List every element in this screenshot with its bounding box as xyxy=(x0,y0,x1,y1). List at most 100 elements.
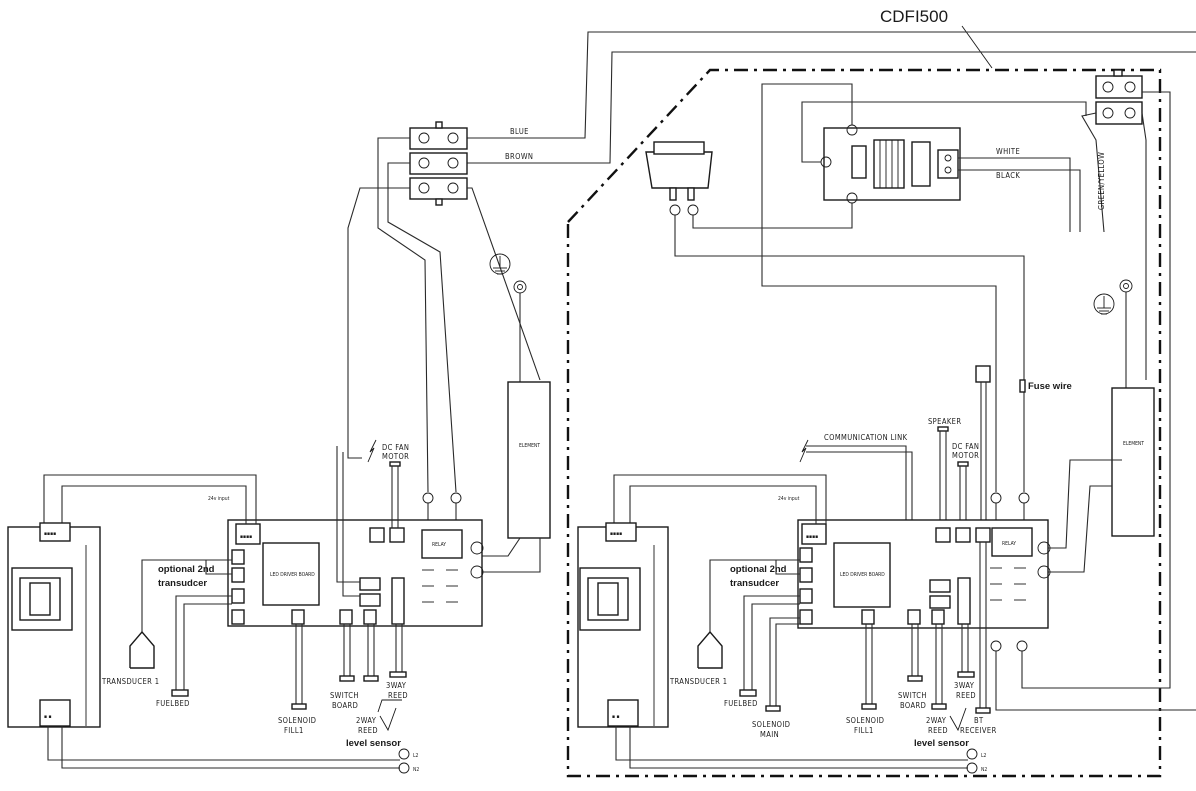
wire-left-n1 xyxy=(377,137,429,493)
terminal-n2-left xyxy=(398,762,410,774)
switch-board-label-left-2: BOARD xyxy=(332,701,358,710)
wire-switch-l1 xyxy=(674,215,1025,492)
optional-transducer-right-1: optional 2nd xyxy=(730,564,787,575)
switch-board-label-left-1: SWITCH xyxy=(330,691,359,700)
svg-text:L2: L2 xyxy=(413,753,419,759)
svg-text:L2: L2 xyxy=(981,753,987,759)
earth-ring-terminal-left xyxy=(513,280,527,294)
wire-mains-left-n2 xyxy=(61,726,400,769)
wire-left-element-top xyxy=(467,187,541,381)
label-brown: BROWN xyxy=(505,152,533,161)
wire-left-l1 xyxy=(387,162,457,493)
wire-filter-n xyxy=(761,83,997,492)
wire-block-element xyxy=(1141,112,1147,380)
solenoid-label-left-2: FILL1 xyxy=(284,726,304,735)
diagram-title: CDFI500 xyxy=(880,7,948,26)
wire-element-left-a xyxy=(480,537,521,557)
wire-comm-left-b xyxy=(342,452,360,597)
dc-fan-label-right-1: DC FAN xyxy=(952,442,979,451)
reed-2way-label-right-2: REED xyxy=(928,726,948,735)
wire-green-yellow xyxy=(1081,112,1105,233)
wire-comm-left-a xyxy=(336,446,360,583)
switch-board-label-right-1: SWITCH xyxy=(898,691,927,700)
label-white: WHITE xyxy=(996,147,1020,156)
transducer-label-left: TRANSDUCER 1 xyxy=(101,677,159,686)
dc-fan-label-right-2: MOTOR xyxy=(952,451,979,460)
bt-receiver-label-2: RECEIVER xyxy=(960,726,997,735)
label-fuse-wire: Fuse wire xyxy=(1028,381,1072,392)
heating-element-right xyxy=(1111,387,1155,537)
label-blue: BLUE xyxy=(510,127,529,136)
fuelbed-label-left: FUELBED xyxy=(156,699,190,708)
svg-text:▪▪▪▪: ▪▪▪▪ xyxy=(610,531,622,537)
reed-3way-label-right-2: REED xyxy=(956,691,976,700)
bt-connector xyxy=(975,365,991,383)
wire-black xyxy=(958,169,1081,232)
optional-transducer-left-1: optional 2nd xyxy=(158,564,215,575)
led-driver-board-left: LED DRIVER BOARD RELAY ▪▪▪▪ 24v input xyxy=(208,496,484,627)
terminal-n2-right xyxy=(966,762,978,774)
label-green-yellow: GREEN/YELLOW xyxy=(1097,152,1106,210)
wire-brown-mains xyxy=(467,51,1196,164)
terminal-block-left xyxy=(409,121,468,206)
transducer-icon-left xyxy=(129,630,155,669)
communication-link-label: COMMUNICATION LINK xyxy=(824,433,908,442)
power-supply-right: ▪▪▪▪ ▪ ▪ xyxy=(577,522,669,728)
label-black: BLACK xyxy=(996,171,1020,180)
led-driver-board-right: LED DRIVER BOARD RELAY ▪▪▪▪ 24v input xyxy=(778,496,1051,652)
wire-white xyxy=(958,157,1071,232)
solenoid-fill-label-right-1: SOLENOID xyxy=(846,716,884,725)
svg-text:24v input: 24v input xyxy=(208,496,230,502)
wire-mains-left-l2 xyxy=(47,726,400,761)
bt-receiver-label-1: BT xyxy=(974,716,984,725)
terminal-l1-left xyxy=(450,492,462,504)
dc-fan-label-left-1: DC FAN xyxy=(382,443,409,452)
wire-left-element-b xyxy=(347,187,410,459)
svg-text:▪ ▪: ▪ ▪ xyxy=(44,714,52,720)
earth-icon xyxy=(489,253,511,275)
relay-label-right: RELAY xyxy=(1002,541,1016,547)
svg-text:24v input: 24v input xyxy=(778,496,800,502)
terminal-n1-right xyxy=(990,492,1002,504)
wire-24v-left-b xyxy=(61,485,247,527)
transducer-label-right: TRANSDUCER 1 xyxy=(669,677,727,686)
terminal-l2-left xyxy=(398,748,410,760)
terminal-n1-left xyxy=(422,492,434,504)
level-sensor-label-right: level sensor xyxy=(914,738,969,749)
svg-text:N2: N2 xyxy=(981,767,987,773)
svg-text:N2: N2 xyxy=(413,767,419,773)
solenoid-fill-label-right-2: FILL1 xyxy=(854,726,874,735)
transducer-icon-right xyxy=(697,630,723,669)
earth-icon-right xyxy=(1093,293,1115,315)
reed-2way-label-right-1: 2WAY xyxy=(926,716,947,725)
dc-fan-label-left-2: MOTOR xyxy=(382,452,409,461)
solenoid-main-label-2: MAIN xyxy=(760,730,779,739)
reed-3way-label-right-1: 3WAY xyxy=(954,681,975,690)
element-label-left: ELEMENT xyxy=(519,443,540,449)
wire-blue-mains xyxy=(467,31,1196,139)
reed-2way-label-left-2: REED xyxy=(358,726,378,735)
reed-3way-label-left-1: 3WAY xyxy=(386,681,407,690)
svg-text:▪▪▪▪: ▪▪▪▪ xyxy=(806,534,818,540)
fuelbed-label-right: FUELBED xyxy=(724,699,758,708)
board-label-left: LED DRIVER BOARD xyxy=(270,572,315,578)
relay-label-left: RELAY xyxy=(432,542,446,548)
element-label-right: ELEMENT xyxy=(1123,441,1144,447)
solenoid-main-label-1: SOLENOID xyxy=(752,720,790,729)
power-supply-left: ▪▪▪▪ ▪ ▪ xyxy=(7,522,101,728)
reed-3way-label-left-2: REED xyxy=(388,691,408,700)
wire-element-left-b xyxy=(480,538,541,573)
wire-24v-left-a xyxy=(43,474,257,527)
terminal-block-right xyxy=(1095,69,1143,125)
svg-text:▪ ▪: ▪ ▪ xyxy=(612,714,620,720)
terminal-l2-right xyxy=(966,748,978,760)
wire-switch-to-filter xyxy=(692,203,853,229)
svg-text:▪▪▪▪: ▪▪▪▪ xyxy=(44,531,56,537)
solenoid-label-left-1: SOLENOID xyxy=(278,716,316,725)
level-sensor-label-left: level sensor xyxy=(346,738,401,749)
mains-filter xyxy=(820,124,961,204)
optional-transducer-right-2: transudcer xyxy=(730,578,779,589)
rocker-switch[interactable] xyxy=(645,141,713,216)
heating-element-left xyxy=(507,381,551,539)
